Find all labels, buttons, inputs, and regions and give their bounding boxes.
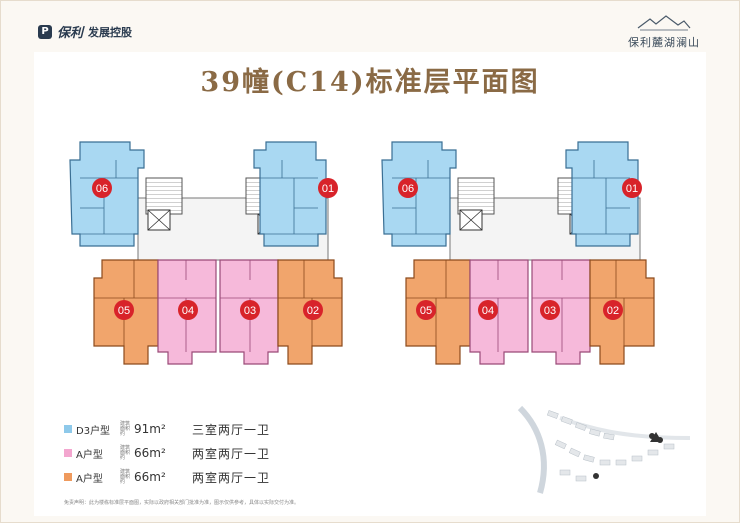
- legend-area-label: 建筑面积约: [120, 420, 131, 437]
- legend-area-label: 建筑面积约: [120, 468, 131, 485]
- swatch-blue: [64, 425, 72, 433]
- unit-marker: 02: [603, 300, 623, 320]
- unit-number: 06: [96, 183, 108, 195]
- unit-marker: 01: [622, 178, 642, 198]
- legend-row-a-orange: A户型 建筑面积约 66m² 两室两厅一卫: [64, 466, 270, 488]
- swatch-orange: [64, 473, 72, 481]
- swatch-pink: [64, 449, 72, 457]
- legend-type: A户型: [76, 449, 103, 461]
- unit-number: 04: [482, 305, 494, 317]
- unit-marker: 06: [398, 178, 418, 198]
- project-name: 保利麓湖澜山: [628, 36, 700, 49]
- unit-01-area: [565, 141, 639, 247]
- unit-number: 02: [307, 305, 319, 317]
- unit-05-area: [405, 259, 471, 365]
- poly-logo-icon: P: [38, 24, 52, 39]
- project-logo: 保利麓湖澜山: [624, 14, 704, 50]
- stair-left: [145, 177, 183, 215]
- unit-number: 06: [402, 183, 414, 195]
- unit-marker: 02: [303, 300, 323, 320]
- unit-number: 01: [626, 183, 638, 195]
- unit-marker: 04: [178, 300, 198, 320]
- page-title: 39幢(C14)标准层平面图: [200, 67, 540, 98]
- unit-marker: 01: [318, 178, 338, 198]
- unit-number: 05: [118, 305, 130, 317]
- legend-area-label: 建筑面积约: [120, 444, 131, 461]
- stair-left: [457, 177, 495, 215]
- brand-subtitle: 发展控股: [88, 25, 133, 39]
- legend-row-d3: D3户型 建筑面积约 91m² 三室两厅一卫: [64, 418, 270, 440]
- legend-type: D3户型: [76, 425, 111, 437]
- legend-area: 66m²: [134, 470, 166, 484]
- unit-01-area: [253, 141, 327, 247]
- unit-marker: 04: [478, 300, 498, 320]
- unit-number: 02: [607, 305, 619, 317]
- unit-number: 03: [544, 305, 556, 317]
- legend-area: 66m²: [134, 446, 166, 460]
- legend-layout: 两室两厅一卫: [192, 470, 271, 485]
- legend-row-a-pink: A户型 建筑面积约 66m² 两室两厅一卫: [64, 442, 270, 464]
- legend-type: A户型: [76, 473, 103, 485]
- legend-layout: 两室两厅一卫: [192, 446, 271, 461]
- unit-number: 03: [244, 305, 256, 317]
- unit-marker: 03: [240, 300, 260, 320]
- building-right: [381, 141, 655, 365]
- brand-logo-text: 保利: [57, 26, 84, 41]
- legend-layout: 三室两厅一卫: [192, 422, 271, 437]
- floor-plan: 06 01 05 04 03 02 06 01 05 04 03: [69, 141, 655, 365]
- mountain-logo-icon: [637, 15, 691, 31]
- unit-number: 05: [420, 305, 432, 317]
- unit-number: 01: [322, 183, 334, 195]
- legend: D3户型 建筑面积约 91m² 三室两厅一卫 A户型 建筑面积约 66m² 两室…: [64, 418, 270, 490]
- unit-marker: 03: [540, 300, 560, 320]
- unit-marker: 05: [114, 300, 134, 320]
- unit-06-area: [381, 141, 457, 247]
- building-left: [69, 141, 343, 365]
- unit-04-area: [469, 259, 529, 365]
- unit-marker: 05: [416, 300, 436, 320]
- legend-area: 91m²: [134, 422, 166, 436]
- road: [517, 405, 547, 494]
- unit-number: 04: [182, 305, 194, 317]
- site-map: [517, 405, 691, 494]
- unit-marker: 06: [92, 178, 112, 198]
- brand-logo: P 保利 发展控股: [38, 22, 132, 41]
- disclaimer: 免责声明：此为楼栋标准层平面图，实际以政府相关部门批准为准，图示仅供参考，具体以…: [64, 500, 300, 506]
